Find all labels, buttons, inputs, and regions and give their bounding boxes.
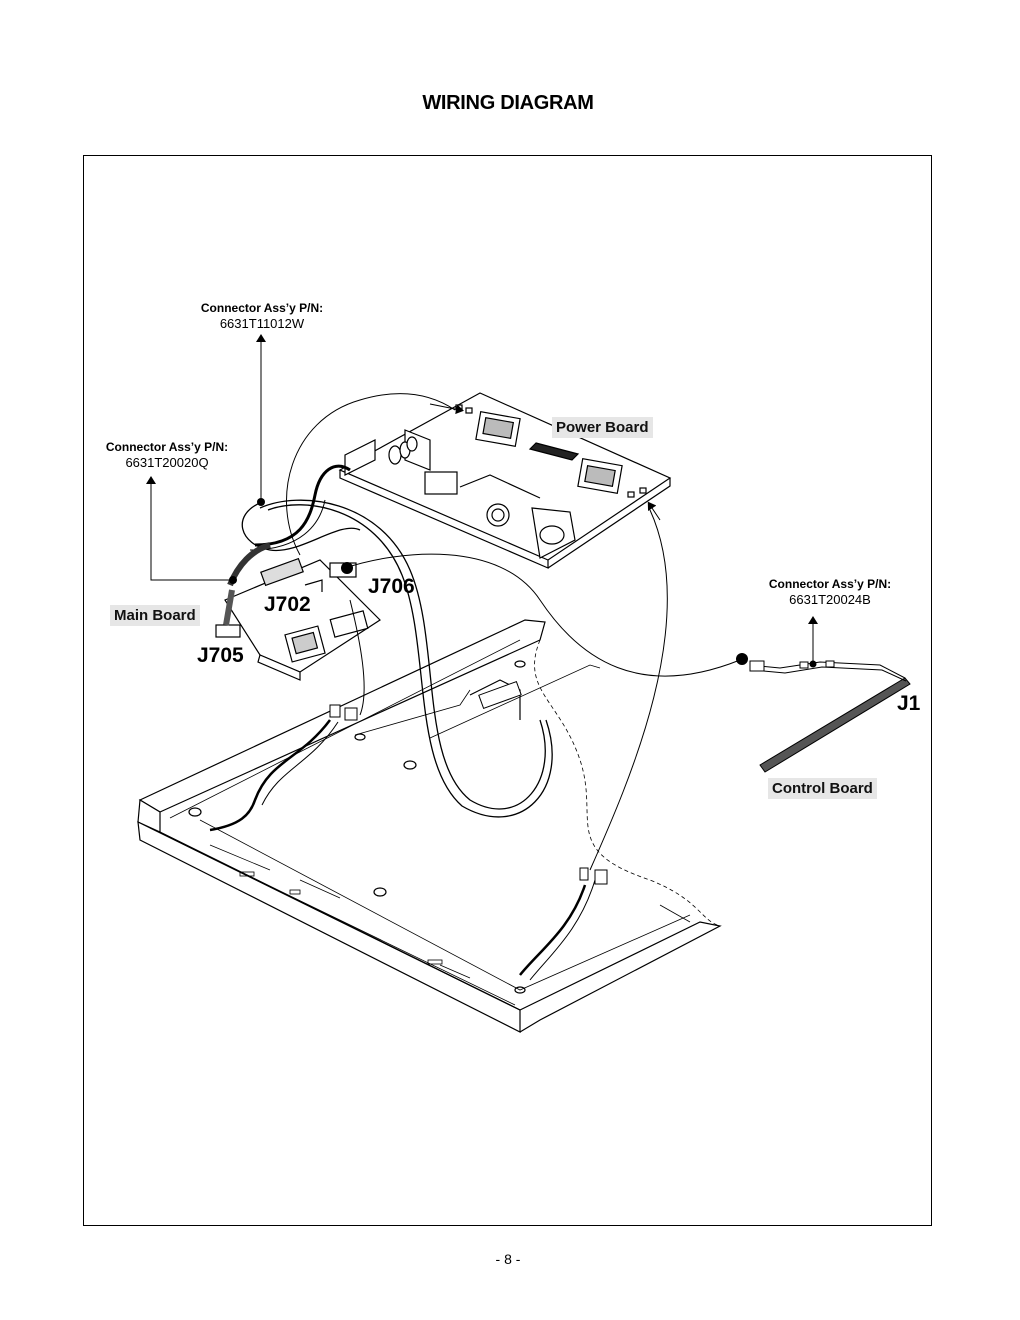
control-board-label: Control Board [768,778,877,799]
callout-part-number: 6631T20024B [789,592,871,607]
panel-connectors [329,680,608,885]
connector-j702-label: J702 [264,593,311,616]
callout-connector-top: Connector Ass’y P/N: 6631T11012W [192,300,332,332]
callout-heading: Connector Ass’y P/N: [768,577,892,591]
callout-connector-right: Connector Ass’y P/N: 6631T20024B [752,576,908,608]
control-board-strip [749,660,911,773]
callout-connector-left: Connector Ass’y P/N: 6631T20020Q [90,439,244,471]
lcd-panel-chassis [137,619,722,1033]
page-number: - 8 - [495,1251,521,1267]
connector-j705-label: J705 [197,644,244,667]
page-title: WIRING DIAGRAM [422,92,594,114]
callout-leaders [146,334,818,663]
tie-points [229,498,817,668]
callout-heading: Connector Ass’y P/N: [200,301,324,315]
callout-part-number: 6631T11012W [219,316,305,331]
panel-cutaway-dashed [534,639,721,927]
diagram-frame [83,155,932,1226]
connector-j706-label: J706 [368,575,415,598]
power-board-label: Power Board [552,417,653,438]
power-board [338,392,672,569]
callout-part-number: 6631T20020Q [125,455,209,470]
main-board-label: Main Board [110,605,200,626]
connector-j1-label: J1 [897,692,921,715]
callout-heading: Connector Ass’y P/N: [105,440,229,454]
